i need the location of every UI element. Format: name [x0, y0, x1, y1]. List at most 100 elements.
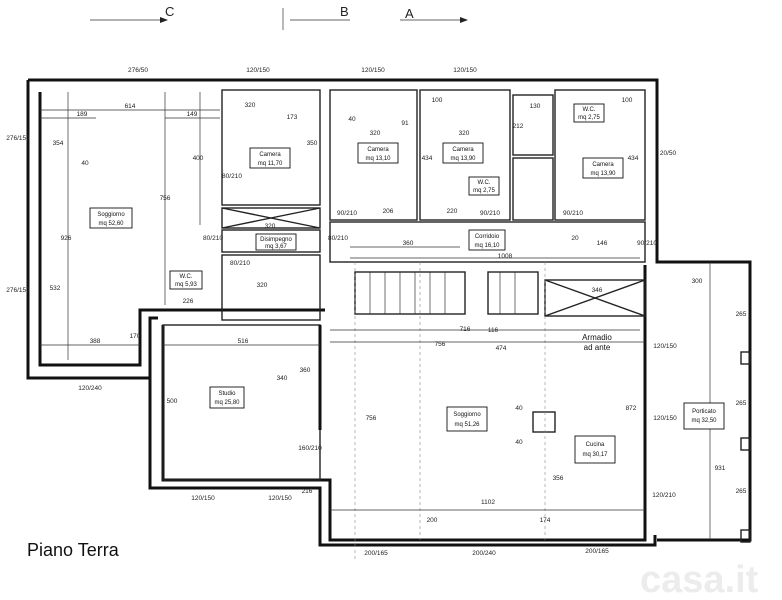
- room-name: Studio: [218, 391, 236, 397]
- dimension-label: 320: [257, 282, 268, 289]
- dimension-label: 160/210: [298, 445, 322, 452]
- dimension-label: 120/150: [653, 415, 677, 422]
- room-name: Camera: [259, 152, 281, 158]
- dimension-label: 80/210: [230, 260, 250, 267]
- watermark: casa.it: [640, 559, 759, 600]
- room-area: mq 13,90: [450, 156, 476, 162]
- dimension-label: 276/150: [6, 135, 30, 142]
- room-camera-2: Camera mq 13,10: [357, 142, 399, 164]
- dimension-label: 614: [125, 103, 136, 110]
- room-wc-1: W.C. mq 5,93: [169, 270, 203, 290]
- dimension-label: 265: [736, 311, 747, 318]
- room-area: mq 16,10: [474, 243, 500, 249]
- dimension-label: 276/150: [6, 287, 30, 294]
- dimension-label: 216: [302, 488, 313, 495]
- room-camera-4: Camera mq 13,90: [582, 157, 624, 179]
- room-name: W.C.: [180, 274, 193, 280]
- armadio-label: Armadio ad ante: [582, 333, 612, 352]
- dimension-label: 90/210: [563, 210, 583, 217]
- dimension-label: 20: [571, 235, 579, 242]
- room-name: Camera: [592, 162, 614, 168]
- dimension-label: 80/210: [222, 173, 242, 180]
- dimension-label: 189: [77, 111, 88, 118]
- room-area: mq 13,90: [590, 171, 616, 177]
- dimension-label: 120/150: [246, 67, 270, 74]
- dimension-label: 90/210: [337, 210, 357, 217]
- room-wc-2: W.C. mq 2,75: [468, 176, 500, 196]
- room-area: mq 51,26: [454, 422, 480, 428]
- dimension-label: 1102: [481, 499, 495, 506]
- room-name: Disimpegno: [260, 237, 292, 243]
- dimension-label: 872: [626, 405, 637, 412]
- dimension-label: 170: [130, 333, 141, 340]
- dimension-label: 20/50: [660, 150, 677, 157]
- stairs: [369, 272, 516, 314]
- dimension-label: 931: [715, 465, 726, 472]
- dimension-label: 212: [513, 123, 524, 130]
- room-name: W.C.: [583, 107, 596, 113]
- room-area: mq 2,75: [578, 115, 600, 121]
- dimension-label: 206: [383, 208, 394, 215]
- dimension-label: 265: [736, 400, 747, 407]
- dimension-label: 80/210: [328, 235, 348, 242]
- dimension-label: 434: [628, 155, 639, 162]
- dimension-lines: [40, 92, 711, 540]
- dimension-label: 200: [427, 517, 438, 524]
- opening-labels: 276/50 120/150 120/150 120/150 276/150 2…: [6, 67, 677, 557]
- floor-title: Piano Terra: [27, 540, 119, 560]
- dimension-label: 120/150: [268, 495, 292, 502]
- dimension-label: Armadio: [582, 333, 612, 342]
- room-name: Soggiorno: [97, 212, 125, 218]
- room-name: Cucina: [586, 442, 605, 448]
- dimension-label: 120/150: [191, 495, 215, 502]
- walls: [26, 78, 752, 560]
- dimension-label: 173: [287, 114, 298, 121]
- dimension-label: 756: [160, 195, 171, 202]
- dimension-label: 360: [403, 240, 414, 247]
- room-name: Camera: [367, 147, 389, 153]
- dimension-label: 200/165: [585, 548, 609, 555]
- dimension-label: 116: [488, 327, 499, 334]
- room-area: mq 2,75: [473, 188, 495, 194]
- room-camera-3: Camera mq 13,90: [442, 142, 484, 164]
- dimension-label: 320: [265, 223, 276, 230]
- dimension-label: 130: [530, 103, 541, 110]
- room-area: mq 30,17: [582, 452, 608, 458]
- dimension-label: 320: [459, 130, 470, 137]
- dimension-label: 146: [597, 240, 608, 247]
- section-marker-b: B: [340, 4, 349, 19]
- dimension-label: 120/150: [453, 67, 477, 74]
- room-studio: Studio mq 25,80: [209, 386, 245, 409]
- room-area: mq 25,80: [214, 400, 240, 406]
- room-wc-3: W.C. mq 2,75: [573, 103, 605, 123]
- dimension-label: 200/165: [364, 550, 388, 557]
- dimension-label: 276/50: [128, 67, 148, 74]
- dimension-label: 265: [736, 488, 747, 495]
- dimension-label: 100: [432, 97, 443, 104]
- room-name: Camera: [452, 147, 474, 153]
- room-camera-1: Camera mq 11,70: [249, 147, 291, 169]
- dimension-label: 756: [435, 341, 446, 348]
- room-name: Corridoio: [475, 234, 500, 240]
- dimension-label: 90/210: [480, 210, 500, 217]
- dimension-label: 320: [370, 130, 381, 137]
- room-name: Soggiorno: [453, 412, 481, 418]
- dimension-label: 220: [447, 208, 458, 215]
- dimension-label: 120/210: [652, 492, 676, 499]
- dimension-label: 90/210: [637, 240, 657, 247]
- dimension-label: 350: [307, 140, 318, 147]
- dimension-label: 80/210: [203, 235, 223, 242]
- section-markers: C B A: [90, 4, 468, 30]
- room-disimpegno: Disimpegno mq 3,67: [255, 233, 297, 251]
- room-area: mq 5,93: [175, 282, 197, 288]
- dimension-label: 346: [592, 287, 603, 294]
- dimension-label: 300: [692, 278, 703, 285]
- section-marker-a: A: [405, 6, 414, 21]
- dimension-label: ad ante: [584, 343, 611, 352]
- dimension-label: 354: [53, 140, 64, 147]
- room-soggiorno-1: Soggiorno mq 52,60: [89, 207, 133, 229]
- dimension-label: 926: [61, 235, 72, 242]
- dimension-label: 360: [300, 367, 311, 374]
- dimension-label: 200/240: [472, 550, 496, 557]
- dimension-label: 149: [187, 111, 198, 118]
